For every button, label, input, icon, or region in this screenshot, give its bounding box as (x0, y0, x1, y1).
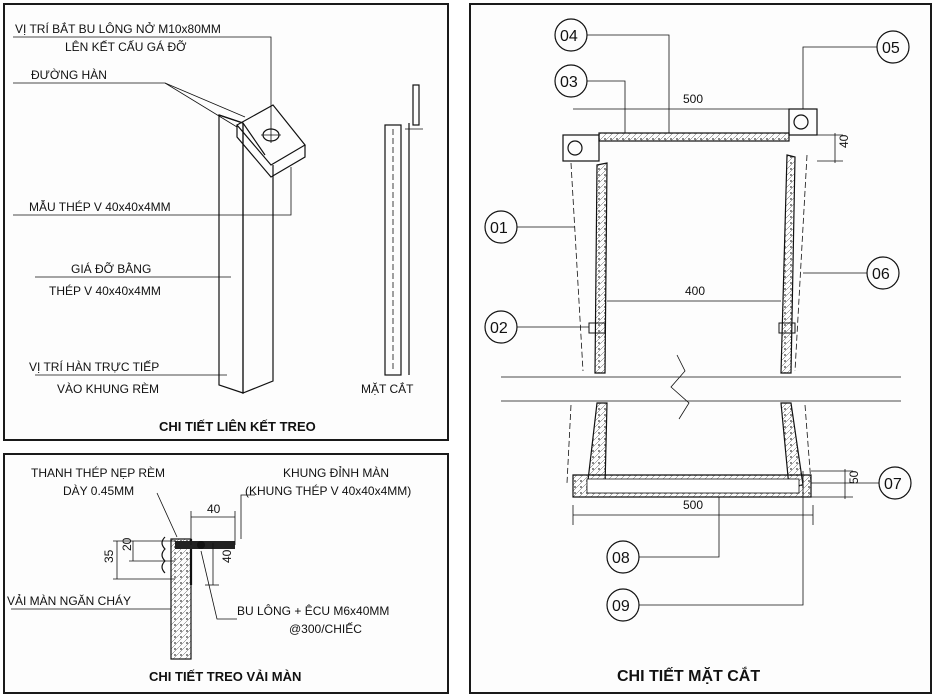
left-dashed (570, 162, 584, 372)
dim-bottom-500: 500 (683, 498, 703, 512)
weld-direct-label: VỊ TRÍ HÀN TRỰC TIẾP (29, 359, 159, 374)
bolt-label-2: @300/CHIẾC (289, 621, 362, 636)
strip-curl (161, 536, 166, 574)
callout-07: 07 (811, 466, 912, 500)
section-detail-panel: 500 400 500 40 50 04 03 05 (469, 3, 932, 694)
angle-plate-edge (236, 125, 306, 178)
section-bolt (412, 84, 420, 126)
fabric-hanging-drawing: 40 35 20 40 THANH THÉP NẸP RÈM DÀY 0.45M… (7, 465, 411, 684)
panel-c-title: CHI TIẾT MẶT CẮT (617, 666, 760, 685)
svg-text:01: 01 (490, 220, 508, 237)
callout-03: 03 (554, 64, 626, 133)
steel-piece-label: MẪU THÉP V 40x40x4MM (29, 199, 171, 214)
svg-text:02: 02 (490, 320, 508, 337)
strip-label: THANH THÉP NẸP RÈM (31, 465, 165, 480)
dim-35: 35 (102, 549, 116, 563)
bracket-side-face (242, 123, 274, 394)
hanging-connection-drawing: VỊ TRÍ BẮT BU LÔNG NỞ M10x80MM LÊN KẾT C… (13, 21, 423, 434)
svg-text:07: 07 (884, 476, 902, 493)
panel-a-title: CHI TIẾT LIÊN KẾT TREO (159, 419, 316, 434)
frame-label: KHUNG ĐỈNH MÀN (283, 465, 389, 480)
dim-20: 20 (120, 537, 134, 551)
callout-05: 05 (802, 30, 910, 109)
bolt-label: BU LÔNG + ÊCU M6x40MM (237, 603, 389, 618)
strip-label-2: DÀY 0.45MM (63, 483, 134, 498)
svg-text:06: 06 (872, 266, 890, 283)
right-curtain (780, 154, 796, 374)
section-label: MẶT CẮT (361, 381, 414, 396)
svg-text:04: 04 (560, 28, 578, 45)
bracket-label: GIÁ ĐỠ BẰNG (71, 261, 151, 276)
weld-leader-1 (13, 82, 238, 128)
callout-01: 01 (484, 210, 575, 244)
break-zigzag (670, 354, 690, 420)
weld-direct-label-2: VÀO KHUNG RÈM (57, 381, 159, 396)
dim-40: 40 (220, 549, 234, 563)
weld-seam-label: ĐƯỜNG HÀN (31, 67, 107, 82)
fabric-hanging-panel: 40 35 20 40 THANH THÉP NẸP RÈM DÀY 0.45M… (3, 453, 449, 694)
fabric-label: VẢI MÀN NGĂN CHÁY (7, 593, 131, 608)
fabric-section (170, 538, 192, 660)
svg-text:05: 05 (882, 40, 900, 57)
callout-06: 06 (803, 256, 900, 290)
top-plate (598, 132, 790, 142)
hanging-connection-panel: VỊ TRÍ BẮT BU LÔNG NỞ M10x80MM LÊN KẾT C… (3, 3, 449, 441)
section-profile (384, 124, 402, 376)
callout-04: 04 (554, 18, 670, 133)
bolt-position-label: VỊ TRÍ BẮT BU LÔNG NỞ M10x80MM (15, 21, 221, 36)
bracket-top-edge (218, 114, 266, 156)
dim-top: 40 (207, 502, 221, 516)
dim-mid-400: 400 (685, 284, 705, 298)
bracket-label-2: THÉP V 40x40x4MM (49, 283, 161, 298)
right-top-box (788, 108, 818, 136)
dim-top-500: 500 (683, 92, 703, 106)
dim-50: 50 (847, 470, 861, 484)
dim-40: 40 (837, 134, 851, 148)
callout-08: 08 (606, 497, 720, 574)
svg-text:09: 09 (612, 598, 630, 615)
svg-text:08: 08 (612, 550, 630, 567)
bolt-position-label-2: LÊN KẾT CẤU GÁ ĐỠ (65, 39, 187, 54)
bolt-leader (13, 36, 272, 127)
steel-leader (13, 167, 292, 216)
left-top-box (562, 134, 600, 162)
section-detail-drawing: 500 400 500 40 50 04 03 05 (484, 18, 912, 685)
bracket-front-face (218, 114, 244, 394)
svg-text:03: 03 (560, 74, 578, 91)
left-curtain (594, 162, 608, 374)
callout-02: 02 (484, 310, 589, 344)
callout-09: 09 (606, 471, 804, 622)
frame-label-2: (KHUNG THÉP V 40x40x4MM) (245, 483, 411, 498)
panel-b-title: CHI TIẾT TREO VẢI MÀN (149, 669, 301, 684)
